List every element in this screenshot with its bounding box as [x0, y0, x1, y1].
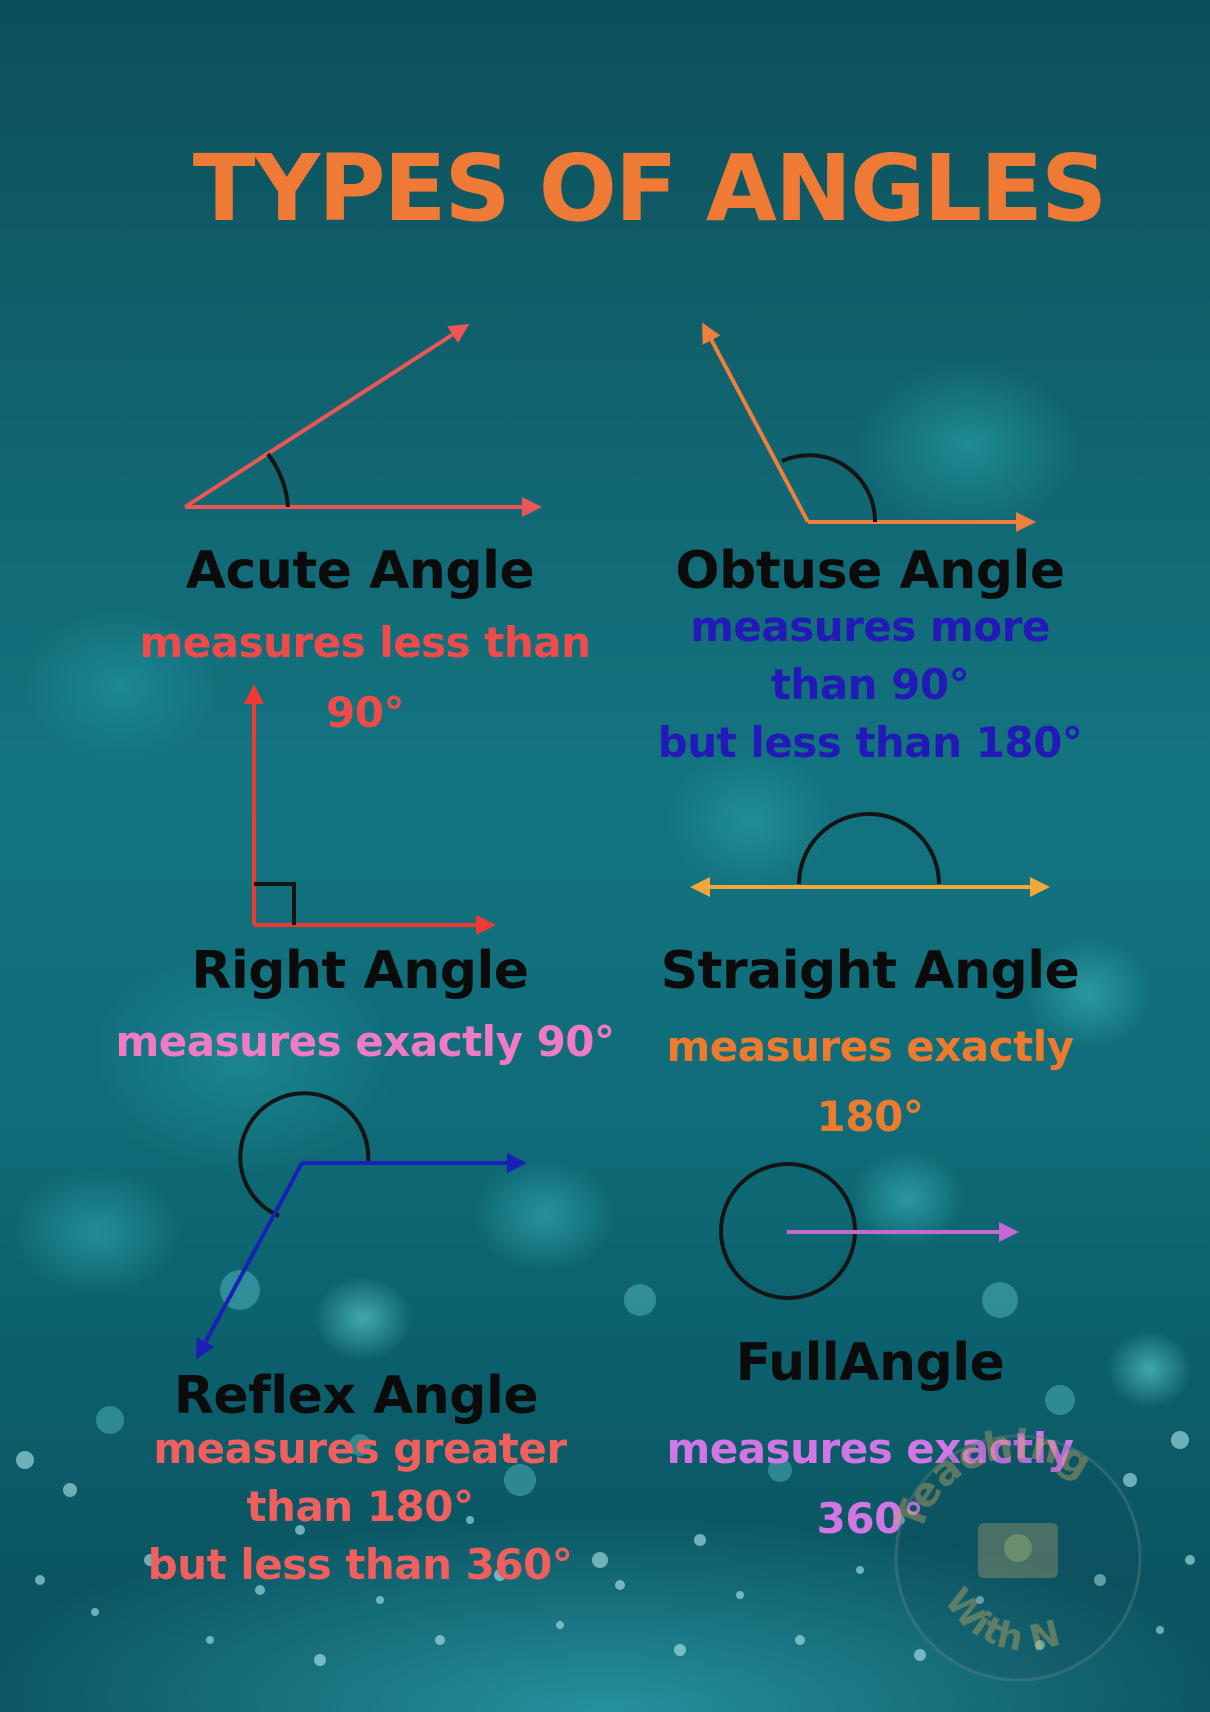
acute-angle-desc: measures less than 90°	[100, 614, 630, 742]
acute-desc-line-2: 90°	[326, 688, 404, 737]
right-angle-figure	[244, 684, 496, 935]
page-title: TYPES OF ANGLES	[192, 135, 1107, 242]
obtuse-desc-line-1: measures more	[690, 602, 1050, 651]
full-angle-label: FullAngle	[735, 1333, 1005, 1393]
obtuse-desc-line-2: than 90°	[770, 660, 970, 709]
reflex-arc	[238, 1091, 371, 1218]
obtuse-ray-upper	[702, 322, 810, 523]
reflex-desc-line-3: but less than 360°	[147, 1540, 573, 1589]
reflex-desc-line-1: measures greater	[153, 1424, 567, 1473]
acute-angle-figure	[183, 323, 542, 517]
reflex-angle-figure	[196, 1091, 527, 1360]
full-angle-desc: measures exactly 360°	[620, 1420, 1120, 1548]
reflex-angle-desc: measures greater than 180° but less than…	[100, 1420, 620, 1594]
reflex-angle-label: Reflex Angle	[173, 1366, 539, 1426]
acute-arc	[266, 452, 290, 508]
obtuse-desc-line-3: but less than 180°	[657, 718, 1083, 767]
acute-ray-upper	[183, 323, 470, 509]
acute-desc-line-1: measures less than	[139, 618, 591, 667]
acute-angle-label: Acute Angle	[185, 541, 535, 601]
straight-desc-line-2: 180°	[816, 1092, 924, 1141]
straight-desc-line-1: measures exactly	[666, 1022, 1074, 1071]
right-angle-label: Right Angle	[191, 941, 529, 1001]
straight-angle-figure	[690, 812, 1050, 897]
obtuse-arc	[781, 453, 878, 523]
full-angle-figure	[719, 1162, 1019, 1300]
full-desc-line-1: measures exactly	[666, 1424, 1074, 1473]
reflex-desc-line-2: than 180°	[246, 1482, 474, 1531]
right-angle-square	[254, 882, 296, 925]
right-desc-line-1: measures exactly 90°	[115, 1017, 615, 1066]
full-desc-line-2: 360°	[816, 1494, 924, 1543]
reflex-ray-down	[196, 1162, 304, 1360]
straight-arc	[797, 812, 941, 885]
obtuse-angle-figure	[702, 322, 1036, 532]
straight-angle-desc: measures exactly 180°	[620, 1018, 1120, 1146]
obtuse-angle-desc: measures more than 90° but less than 180…	[620, 598, 1120, 772]
right-angle-desc: measures exactly 90°	[50, 1013, 680, 1071]
straight-angle-label: Straight Angle	[660, 941, 1080, 1001]
obtuse-angle-label: Obtuse Angle	[675, 541, 1065, 601]
watermark-logo: Teaching With N	[887, 1422, 1142, 1682]
